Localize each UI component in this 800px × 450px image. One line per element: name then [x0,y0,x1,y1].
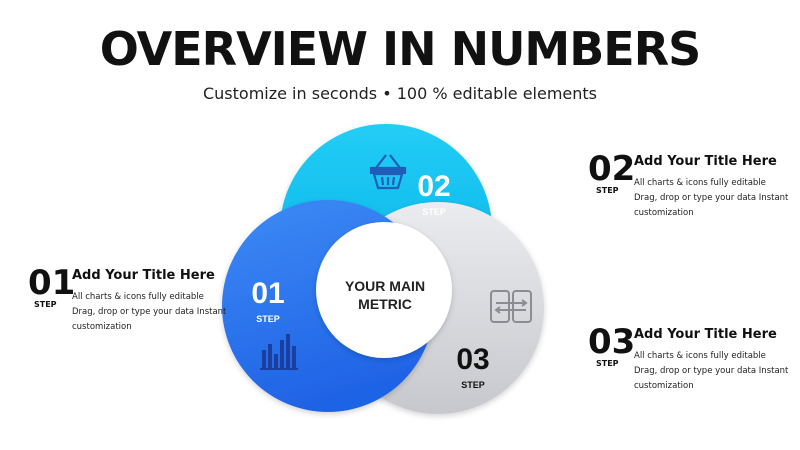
step-02-title: Add Your Title Here [634,154,777,169]
step-03-desc-line: Drag, drop or type your data Instant [634,366,789,376]
step-01-desc-line: Drag, drop or type your data Instant [72,307,227,317]
step-01-label: STEP [34,300,57,309]
page-title: OVERVIEW IN NUMBERS [99,22,702,76]
circle-03-step: STEP [461,380,485,390]
circle-02-step: STEP [422,207,446,217]
step-03-desc-line: All charts & icons fully editable [634,351,766,361]
step-02-desc-line: customization [634,208,694,218]
step-01-description: All charts & icons fully editable Drag, … [72,290,227,335]
circle-03-number: 03 [456,343,489,376]
step-01-desc-line: customization [72,322,132,332]
bar-chart-icon [260,334,298,370]
step-02-number: 02 [588,149,636,189]
phone-transfer-icon [490,290,532,323]
circle-01-number: 01 [251,277,284,310]
step-03-description: All charts & icons fully editable Drag, … [634,349,789,394]
step-02-desc-line: All charts & icons fully editable [634,178,766,188]
center-metric-line2: METRIC [358,296,412,312]
center-circle [316,222,452,358]
step-03-title: Add Your Title Here [634,327,777,342]
center-metric-line1: YOUR MAIN [345,278,425,294]
step-03-number: 03 [588,322,636,362]
step-01-number: 01 [28,263,76,303]
step-02-label: STEP [596,186,619,195]
step-01-title: Add Your Title Here [72,268,215,283]
circle-01-step: STEP [256,314,280,324]
circle-02-number: 02 [417,170,450,203]
step-03-desc-line: customization [634,381,694,391]
step-01-desc-line: All charts & icons fully editable [72,292,204,302]
step-02-description: All charts & icons fully editable Drag, … [634,176,789,221]
page-subtitle: Customize in seconds • 100 % editable el… [202,84,598,103]
step-02-desc-line: Drag, drop or type your data Instant [634,193,789,203]
shopping-basket-icon [369,154,407,190]
step-03-label: STEP [596,359,619,368]
